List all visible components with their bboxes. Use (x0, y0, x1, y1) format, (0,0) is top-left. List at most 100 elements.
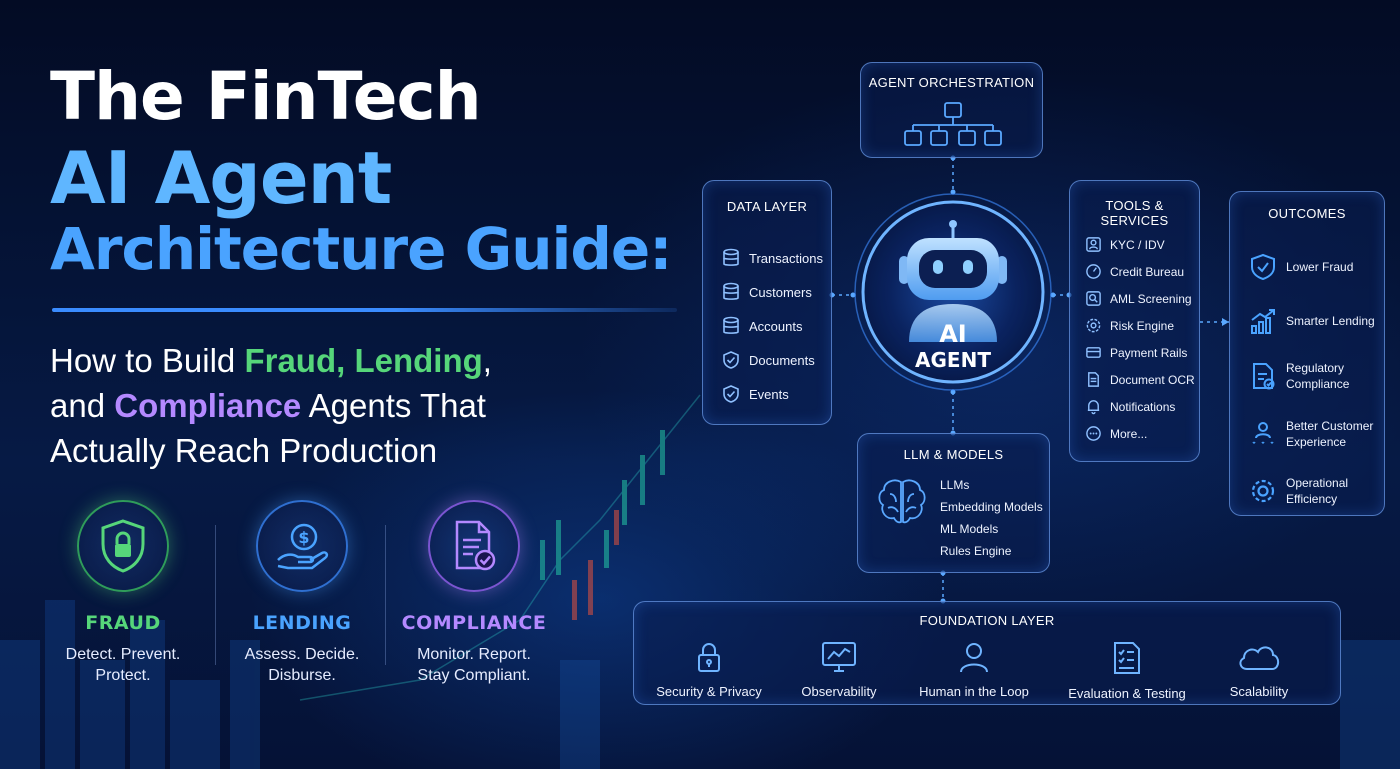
outcome-item-label: Lower Fraud (1286, 260, 1354, 274)
gear-icon (1251, 479, 1275, 503)
tools-item-label: Credit Bureau (1110, 264, 1185, 279)
data-layer-item-label: Transactions (749, 250, 823, 266)
gauge-icon (1086, 264, 1101, 279)
tools-item-label: AML Screening (1110, 291, 1192, 306)
cloud-icon (1239, 646, 1280, 670)
tools-item-label: Payment Rails (1110, 345, 1188, 360)
llm-item: ML Models (940, 522, 999, 536)
pillar-fraud: FRAUD Detect. Prevent. Protect. (43, 500, 203, 686)
data-layer-item: Accounts (721, 309, 831, 343)
subtitle: How to Build Fraud, Lending, and Complia… (50, 338, 610, 473)
outcome-item-label: Better Customer Experience (1286, 419, 1374, 449)
data-layer-item-label: Accounts (749, 318, 803, 334)
pillar-lending-title: LENDING (252, 612, 352, 634)
tools-item: Notifications (1085, 393, 1199, 420)
foundation-item: Scalability (1184, 640, 1334, 699)
bell-icon (1087, 400, 1100, 415)
dots-icon (1086, 426, 1101, 441)
foundation-item: Evaluation & Testing (1052, 640, 1202, 701)
tools-item-label: KYC / IDV (1110, 237, 1165, 252)
hand-coin-icon: $ (277, 523, 329, 570)
customer-stars-icon (1252, 422, 1274, 444)
data-layer-item: Customers (721, 275, 831, 309)
pillar-fraud-title: FRAUD (85, 612, 161, 634)
outcome-item: Lower Fraud (1248, 240, 1384, 294)
headline-line-2: AI Agent (50, 136, 392, 220)
llm-item: Rules Engine (940, 544, 1012, 558)
database-icon (723, 248, 739, 266)
checklist-icon (1114, 642, 1140, 674)
check-shield-icon (723, 385, 739, 403)
tools-item-label: Risk Engine (1110, 318, 1175, 333)
subtitle-comma: , (482, 342, 492, 379)
pillar-lending-badge: $ (256, 500, 348, 592)
foundation-item: Observability (764, 640, 914, 699)
llm-item: Embedding Models (940, 500, 1043, 514)
data-layer-item-label: Events (749, 386, 789, 402)
svg-text:$: $ (298, 528, 309, 547)
shield-check-icon (1251, 253, 1275, 281)
tools-item: More... (1085, 420, 1199, 447)
foundation-item-label: Scalability (1229, 684, 1289, 699)
subtitle-text: How to Build (50, 342, 245, 379)
pillar-compliance: COMPLIANCE Monitor. Report. Stay Complia… (394, 500, 554, 686)
outcome-item-label: Operational Efficiency (1286, 476, 1349, 506)
outcome-item-label: Smarter Lending (1286, 314, 1375, 328)
tools-item-label: Document OCR (1110, 372, 1195, 387)
llm-item: LLMs (940, 478, 970, 492)
doc-check-icon (1253, 363, 1275, 390)
pillar-compliance-title: COMPLIANCE (401, 612, 547, 634)
data-layer-item-label: Customers (749, 284, 812, 300)
subtitle-agents-that: Agents That (301, 387, 486, 424)
tools-item: Risk Engine (1085, 312, 1199, 339)
hierarchy-icon (904, 102, 1002, 146)
check-shield-icon (723, 351, 739, 369)
pillar-compliance-desc: Monitor. Report. Stay Compliant. (417, 646, 531, 684)
id-card-icon (1086, 237, 1101, 252)
document-check-icon (455, 520, 496, 571)
gear-icon (1086, 318, 1101, 333)
headline-line-3: Architecture Guide: (50, 215, 672, 283)
database-icon (723, 282, 739, 300)
headline-line-1: The FinTech (50, 58, 482, 135)
data-layer-panel: DATA LAYER Transactions Customers Accoun… (702, 180, 832, 425)
growth-chart-icon (1251, 309, 1275, 334)
pillar-compliance-badge (428, 500, 520, 592)
outcomes-panel: OUTCOMES Lower Fraud Smarter Lending Reg… (1229, 191, 1385, 516)
foundation-layer-panel: FOUNDATION LAYER Security & Privacy Obse… (633, 601, 1341, 705)
data-layer-item-label: Documents (749, 352, 815, 368)
tools-item: Document OCR (1085, 366, 1199, 393)
data-layer-title: DATA LAYER (726, 199, 808, 214)
outcome-item-label: Regulatory Compliance (1286, 361, 1350, 391)
foundation-item-label: Evaluation & Testing (1068, 686, 1186, 701)
outcomes-title: OUTCOMES (1268, 206, 1346, 221)
ai-agent-label-ai: AI (939, 320, 967, 348)
card-icon (1086, 347, 1101, 358)
tools-item-label: More... (1110, 426, 1148, 441)
outcome-item: Operational Efficiency (1248, 464, 1384, 518)
pillar-fraud-badge (77, 500, 169, 592)
agent-orchestration-panel: AGENT ORCHESTRATION (860, 62, 1043, 158)
outcome-item: Regulatory Compliance (1248, 348, 1384, 404)
ai-agent-hub: AI AGENT (853, 192, 1053, 392)
robot-icon (854, 193, 1052, 391)
foundation-item-label: Observability (801, 684, 877, 699)
tools-item: Credit Bureau (1085, 258, 1199, 285)
subtitle-fraud: Fraud, (244, 342, 346, 379)
foundation-item-label: Security & Privacy (656, 684, 762, 699)
agent-orchestration-title: AGENT ORCHESTRATION (868, 75, 1035, 90)
tools-services-panel: TOOLS & SERVICES KYC / IDV Credit Bureau… (1069, 180, 1200, 462)
foundation-item: Security & Privacy (634, 640, 784, 699)
llm-models-panel: LLM & MODELS LLMs Embedding Models ML Mo… (857, 433, 1050, 573)
subtitle-reach-production: Actually Reach Production (50, 432, 438, 469)
tools-item: Payment Rails (1085, 339, 1199, 366)
llm-models-title: LLM & MODELS (903, 447, 1004, 462)
pillar-fraud-desc: Detect. Prevent. Protect. (65, 646, 181, 684)
person-icon (960, 643, 988, 673)
doc-icon (1088, 372, 1099, 387)
pillar-lending-desc: Assess. Decide. Disburse. (244, 646, 360, 684)
tools-item: KYC / IDV (1085, 231, 1199, 258)
subtitle-lending: Lending (354, 342, 483, 379)
brain-icon (878, 479, 926, 524)
